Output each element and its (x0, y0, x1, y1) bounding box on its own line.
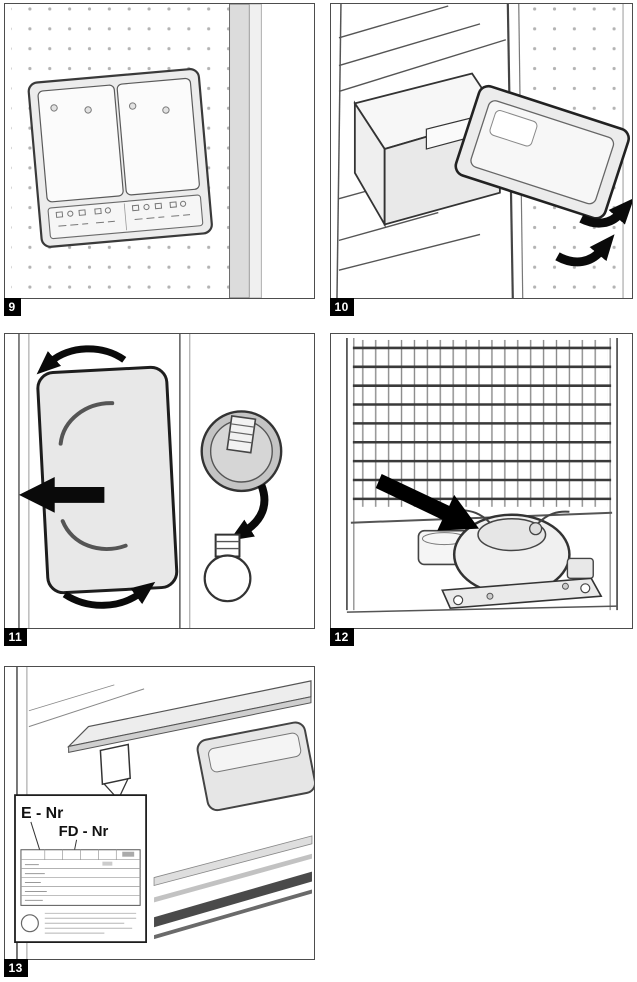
fig11-lamp-socket (200, 410, 283, 493)
fig13-storage-bin (196, 721, 314, 812)
figure-13-number: 13 (3, 959, 28, 977)
e-number-label: E - Nr (21, 805, 63, 822)
fig10-removal-arrows (555, 198, 632, 267)
figure-11-number: 11 (3, 628, 28, 646)
figure-10-illustration (331, 4, 632, 298)
fd-number-label: FD - Nr (59, 824, 109, 840)
fig11-rotate-arrow-bottom (62, 581, 156, 609)
figure-11-panel: 11 (3, 333, 315, 646)
fig9-right-flap (116, 77, 200, 196)
fig11-lamp-cover (36, 365, 179, 595)
fig12-floor-line (346, 605, 618, 613)
figure-13-illustration: E - Nr FD - Nr (5, 667, 314, 959)
figure-11-illustration (5, 334, 314, 628)
fig9-left-flap (37, 84, 124, 203)
fig12-base-plate (441, 577, 603, 609)
fig11-light-bulb (203, 533, 252, 603)
figure-10-number: 10 (329, 298, 354, 316)
fig12-side-rails (346, 337, 618, 611)
fig11-unscrew-arrow (229, 483, 269, 541)
fig10-interior-rails (338, 5, 507, 271)
figure-9-number: 9 (3, 298, 21, 316)
fig13-ceiling-lines (28, 684, 145, 728)
fig13-rating-plate (99, 743, 131, 786)
fig11-press-arrow (18, 477, 105, 513)
fig12-pointer-arrow (375, 474, 480, 531)
fig12-condenser-grid (352, 339, 612, 507)
fig11-rotate-arrow-top (36, 345, 127, 375)
fig13-glass-shelf (66, 680, 312, 754)
fig13-callout-lines (103, 777, 129, 796)
figure-9-illustration (5, 4, 314, 298)
fig9-control-unit (27, 68, 213, 248)
figure-12-panel: 12 (329, 333, 633, 646)
fig13-nameplate-sketch (20, 849, 141, 934)
fig9-door-edge (229, 4, 262, 298)
fig11-door-frame-lines (18, 334, 191, 628)
fig13-lower-shelves (153, 835, 313, 940)
figure-12-number: 12 (329, 628, 354, 646)
fig13-label-box: E - Nr FD - Nr (14, 794, 147, 944)
fig12-support-bar (350, 511, 613, 524)
fig9-control-symbols (55, 200, 191, 227)
figure-13-panel: E - Nr FD - Nr (3, 666, 315, 977)
figure-12-illustration (331, 334, 632, 628)
figure-9-panel: 9 (3, 3, 315, 316)
figure-10-panel: 10 (329, 3, 633, 316)
fig10-drawer-front-panel (454, 84, 630, 220)
fig12-compressor (452, 508, 594, 596)
